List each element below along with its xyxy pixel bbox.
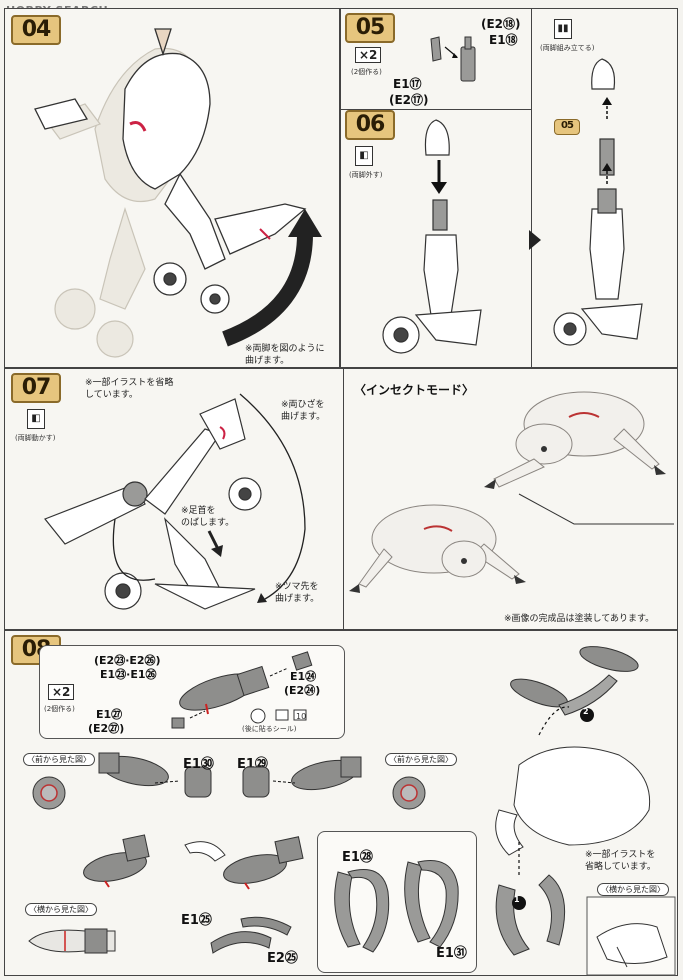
insect-mode-title: 〈インセクトモード〉: [354, 383, 475, 397]
front-view-label-2: 〈前から見た図〉: [385, 753, 457, 766]
step-number-07: 07: [11, 373, 61, 403]
front-view-label: 〈前から見た図〉: [23, 753, 95, 766]
panel-insect-mode: 〈インセクトモード〉: [344, 368, 678, 630]
sticker-number: 10: [296, 712, 307, 721]
step-08-note-omit: ※一部イラストを 省略しています。: [585, 850, 656, 872]
nose-assembly-right: [242, 756, 362, 798]
subpanel-claw-parts: E1㉘ E1㉛: [317, 831, 477, 973]
step-07-note-omit: ※一部イラストを省略 しています。: [85, 378, 174, 400]
remove-legs-icon: ◧: [355, 146, 373, 166]
step-07-note-toe: ※ツマ先を 曲げます。: [275, 582, 320, 604]
robot-leg-bend-illustration: [34, 28, 322, 358]
quantity-badge: ×2: [355, 47, 382, 63]
side-view-drawing-2: [586, 896, 676, 976]
missile-assembly: [83, 834, 304, 890]
curved-arrow: [222, 233, 313, 347]
panel-step-04: 04: [4, 8, 340, 368]
bomb-part-illustration: [171, 651, 313, 729]
remove-legs-note: (両脚外す): [349, 171, 383, 179]
front-view-drawing: [32, 776, 66, 810]
part-label-e2-24: (E2㉔): [284, 684, 321, 697]
panel-step-08: 08 ×2 (2個作る) (E2㉓·E2㉖) E1㉓·E1㉖ E1㉔ (E2㉔)…: [4, 630, 678, 976]
step-07-note-ankle: ※足首を のばします。: [181, 506, 235, 528]
part-label-e1-27: E1㉗: [96, 708, 123, 721]
side-view-label-2: 〈横から見た図〉: [597, 883, 669, 896]
move-legs-note: (両脚動かす): [15, 434, 56, 442]
panel-step-06: 06 ◧ (両脚外す): [340, 110, 541, 368]
panel-step-05: 05 ×2 (2個作る) (E2⑱) E1⑱ E1⑰ (E2⑰): [340, 8, 532, 110]
step-number-06: 06: [345, 110, 395, 140]
arrow-step-1: 1: [514, 895, 520, 904]
front-view-drawing-2: [392, 776, 426, 810]
side-view-drawing: [28, 928, 116, 954]
part-label-e2-17: (E2⑰): [389, 93, 429, 107]
quantity-note-08: (2個作る): [44, 705, 75, 713]
part-label-e2-23-26: (E2㉓·E2㉖): [94, 654, 161, 667]
insect-mode-photo-1: [484, 391, 666, 489]
step-number-05: 05: [345, 13, 395, 43]
final-assembly-drawing: [495, 646, 651, 956]
part-label-e1-24: E1㉔: [290, 670, 317, 683]
leg-pose-illustration: [44, 393, 306, 610]
step-05-ref-badge: 05: [554, 119, 580, 135]
part-label-e1-31: E1㉛: [436, 946, 467, 961]
part-label-e1-23-26: E1㉓·E1㉖: [100, 668, 157, 681]
claw-parts-drawing: [334, 860, 459, 953]
part-label-e1-18: E1⑱: [489, 33, 518, 47]
part-label-e1-17: E1⑰: [393, 77, 422, 91]
move-legs-icon: ◧: [27, 409, 45, 429]
connector-line: [518, 493, 674, 525]
step-07-note-knee: ※両ひざを 曲げます。: [281, 400, 326, 422]
part-label-e2-27: (E2㉗): [88, 722, 125, 735]
part-label-e1-25: E1㉕: [181, 913, 212, 928]
part-label-e2-18: (E2⑱): [481, 17, 521, 31]
quantity-badge-08: ×2: [48, 684, 75, 700]
panel-step-05-result: ▮▮ (両脚組み立てる) 05: [532, 8, 678, 368]
sticker-note: (後に貼るシール): [242, 725, 297, 733]
part-label-e2-25: E2㉕: [267, 951, 298, 966]
insect-mode-photo-2: [349, 504, 526, 593]
arm-part-drawing: [210, 916, 292, 954]
assemble-legs-note: (両脚組み立てる): [540, 44, 595, 52]
arrow-step-2: 2: [583, 707, 589, 716]
assemble-legs-icon: ▮▮: [554, 19, 572, 39]
panel-step-07: 07 ※一部イラストを省略 しています。 ◧ (両脚動かす): [4, 368, 344, 630]
subpanel-part-assembly: ×2 (2個作る) (E2㉓·E2㉖) E1㉓·E1㉖ E1㉔ (E2㉔) E1…: [39, 645, 345, 739]
nose-assembly-left: [98, 752, 212, 798]
part-assembly-05: [430, 36, 476, 82]
quantity-note: (2個作る): [351, 68, 382, 76]
leg-assembly-illustration: [553, 58, 643, 346]
leg-detach-illustration: [382, 119, 541, 354]
step-number-04: 04: [11, 15, 61, 45]
side-view-label: 〈横から見た図〉: [25, 903, 97, 916]
photo-painted-note: ※画像の完成品は塗装してあります。: [504, 614, 655, 624]
step-04-note: ※両脚を図のように 曲げます。: [245, 344, 325, 366]
part-label-e1-28: E1㉘: [342, 850, 373, 865]
part-label-e1-30: E1㉚: [183, 757, 214, 772]
